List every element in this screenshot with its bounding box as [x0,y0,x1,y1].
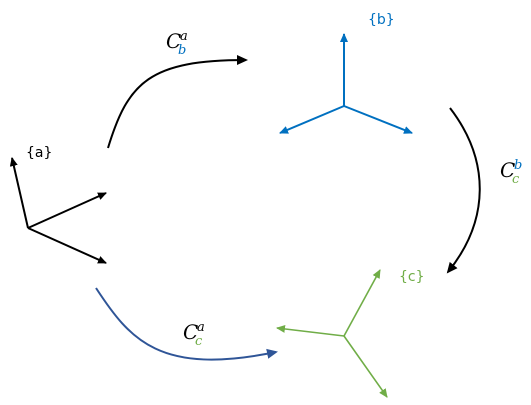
svg-text:c: c [195,334,203,349]
svg-text:C: C [500,158,515,182]
svg-text:C: C [183,320,198,344]
frame-a-axis-down [27,227,107,264]
frame-b-axis-left [279,105,345,134]
arrow-a-to-c [95,287,278,361]
transform-label-ab: C a b [166,29,188,58]
arrow-a-to-b [107,55,248,149]
svg-text:b: b [514,158,522,173]
frame-a-axis-right [27,192,107,229]
frame-b-label: {b} [368,12,395,28]
frame-c-axis-down [343,335,388,398]
frame-a: {a} [9,145,107,264]
frame-b: {b} [279,12,413,134]
frame-b-axis-right [343,105,413,134]
frame-c-axis-left [276,324,345,337]
arrow-b-to-c [446,107,481,274]
svg-text:c: c [512,172,520,187]
transform-label-ac: C a c [183,320,205,349]
svg-text:a: a [180,29,188,44]
svg-text:C: C [166,29,181,53]
frame-a-axis-up [9,157,29,229]
frame-c: {c} [276,269,425,398]
transform-label-bc: C b c [500,158,522,187]
frame-c-label: {c} [399,269,425,285]
svg-text:b: b [178,43,186,58]
svg-text:a: a [197,320,205,335]
frame-c-axis-upright [343,269,381,337]
frame-a-label: {a} [26,145,52,161]
